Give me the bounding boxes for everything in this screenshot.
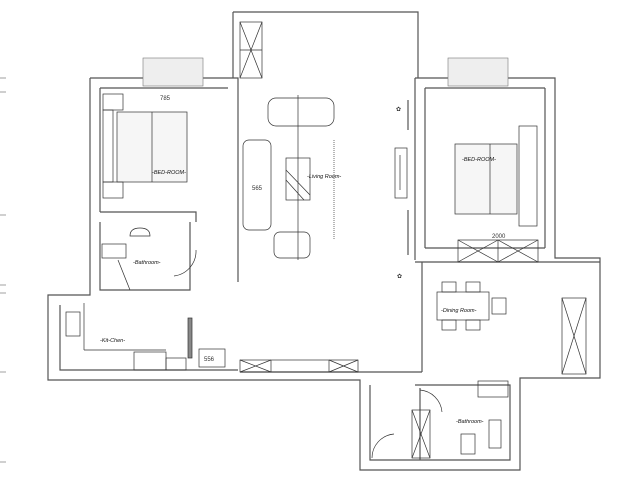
label-dining-room: -Dining Room- <box>441 308 477 314</box>
label-bedroom-left: -BED-ROOM- <box>152 170 186 176</box>
dining-table <box>436 281 507 331</box>
corridor-cabinets <box>239 359 359 373</box>
label-kitchen: -Kit-Chen- <box>100 338 125 344</box>
label-bedroom-right: -BED-ROOM- <box>462 157 496 163</box>
wardrobe-right <box>457 239 539 263</box>
label-living-room: -Living Room- <box>307 174 341 180</box>
dimension-2000: 2000 <box>492 234 506 240</box>
plant-icon: ✿ <box>397 273 402 280</box>
label-bathroom-bottom: -Bathroom- <box>456 419 484 425</box>
tv-cabinet <box>394 100 409 255</box>
balcony-storage <box>239 21 263 79</box>
window-left-bedroom <box>142 57 204 87</box>
margin-ticks <box>0 77 6 463</box>
bathroom-bottom-fixtures <box>371 380 509 459</box>
bathroom-left-fixtures <box>101 227 197 291</box>
bed-right <box>454 125 538 227</box>
bed-left <box>102 93 188 199</box>
dimension-785: 785 <box>160 96 171 102</box>
fridge <box>198 348 226 368</box>
sofa-set <box>242 95 335 260</box>
plant-icon: ✿ <box>396 106 401 113</box>
dimension-556: 556 <box>204 357 215 363</box>
window-right-bedroom <box>447 57 509 87</box>
dining-cabinet <box>561 297 587 375</box>
label-bathroom-left: -Bathroom- <box>133 260 161 266</box>
kitchen-fixtures <box>65 303 193 371</box>
walls <box>47 11 601 471</box>
dimension-565: 565 <box>252 186 263 192</box>
